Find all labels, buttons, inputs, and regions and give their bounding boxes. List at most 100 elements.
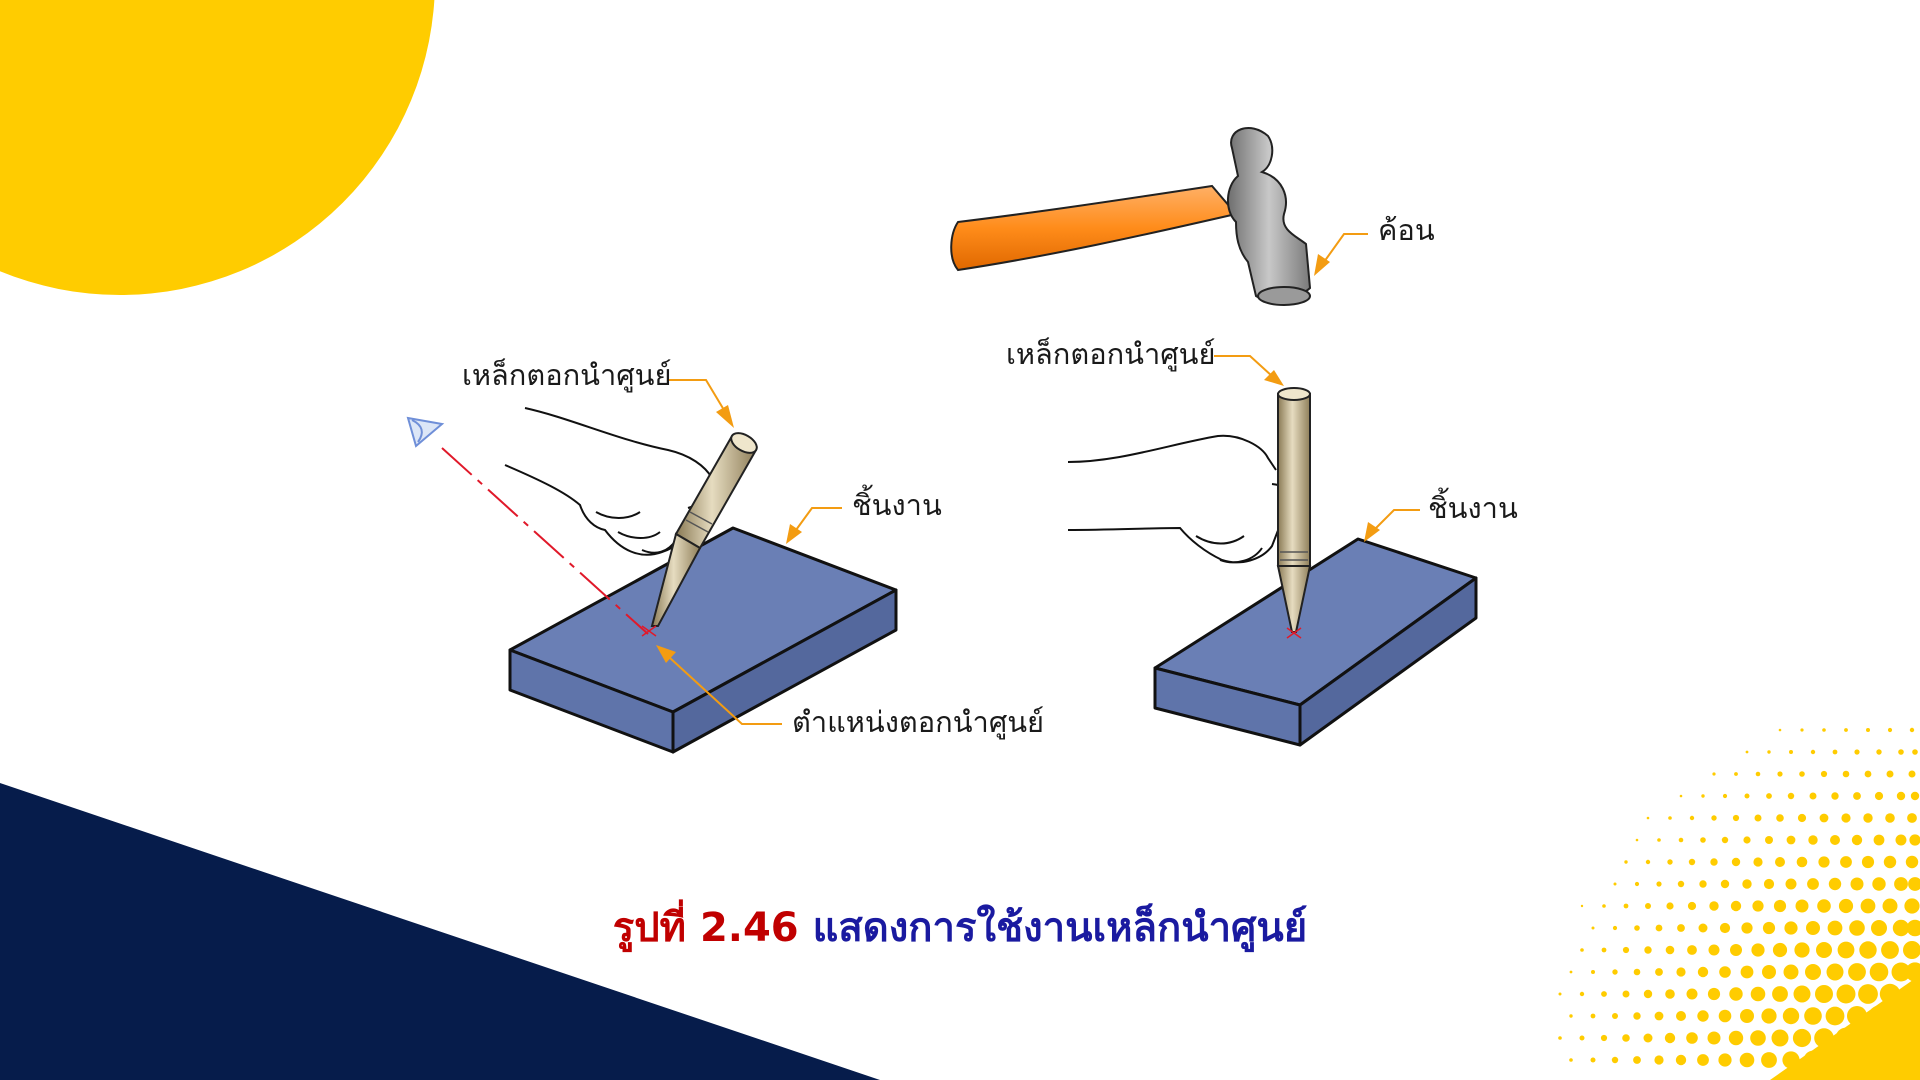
halftone-dot <box>1644 946 1652 954</box>
halftone-dot <box>1689 815 1695 821</box>
halftone-dot <box>1840 856 1852 868</box>
halftone-dot <box>1847 1006 1867 1026</box>
halftone-dot <box>1815 985 1833 1003</box>
halftone-dot <box>1558 1036 1562 1040</box>
halftone-dot <box>1912 749 1918 755</box>
halftone-dot <box>1743 836 1751 844</box>
halftone-dot <box>1872 877 1886 891</box>
halftone-dot <box>1902 1047 1920 1073</box>
halftone-dot <box>1730 900 1742 912</box>
halftone-dot <box>1776 814 1784 822</box>
halftone-dot <box>1709 901 1719 911</box>
halftone-dot <box>1895 834 1907 846</box>
halftone-dot <box>1826 963 1844 981</box>
halftone-dot <box>1745 750 1749 754</box>
halftone-dot <box>1654 1055 1664 1065</box>
halftone-dot <box>1841 813 1851 823</box>
halftone-dot <box>1730 944 1742 956</box>
halftone-dot <box>1645 903 1651 909</box>
halftone-dot <box>1830 835 1840 845</box>
halftone-dot <box>1701 794 1705 798</box>
halftone-dot <box>1665 989 1675 999</box>
halftone-dot-pattern <box>1558 727 1920 1073</box>
halftone-dot <box>1777 771 1783 777</box>
halftone-dot <box>1612 925 1618 931</box>
halftone-dot <box>1623 903 1629 909</box>
leader-arrow <box>1264 370 1284 386</box>
halftone-dot <box>1818 856 1830 868</box>
halftone-dot <box>1869 962 1889 982</box>
halftone-dot <box>1750 1030 1766 1046</box>
halftone-dot <box>1687 901 1697 911</box>
right-punch-mark <box>1286 627 1302 639</box>
halftone-dot <box>1786 835 1796 845</box>
halftone-dot <box>1675 1054 1687 1066</box>
halftone-dot <box>1887 727 1893 733</box>
left-center-punch <box>650 432 758 627</box>
halftone-dot <box>1898 749 1904 755</box>
halftone-dot <box>1785 878 1797 890</box>
halftone-dot <box>1871 920 1887 936</box>
leader-center-punch <box>668 379 725 411</box>
halftone-dot <box>1837 941 1855 959</box>
figure-caption: รูปที่ 2.46 แสดงการใช้งานเหล็กนำศูนย์ <box>560 895 1360 961</box>
halftone-dot <box>1678 837 1684 843</box>
right-center-punch <box>1276 387 1312 633</box>
halftone-dot <box>1624 860 1628 864</box>
halftone-dot <box>1712 772 1716 776</box>
halftone-dot <box>1904 1005 1920 1027</box>
halftone-dot <box>1894 877 1908 891</box>
halftone-dot <box>1686 988 1698 1000</box>
halftone-dot <box>1612 969 1618 975</box>
label-center-punch: เหล็กตอกนำศูนย์ <box>462 357 672 393</box>
halftone-dot <box>1718 1009 1732 1023</box>
figure-description: แสดงการใช้งานเหล็กนำศูนย์ <box>812 905 1308 951</box>
right-hand-outline <box>1067 434 1302 564</box>
halftone-dot <box>1601 947 1607 953</box>
halftone-dot <box>1579 1035 1585 1041</box>
halftone-dot <box>1909 834 1920 846</box>
halftone-dot <box>1863 813 1873 823</box>
halftone-dot <box>1846 1049 1868 1071</box>
halftone-dot <box>1699 880 1707 888</box>
halftone-dot <box>1667 859 1673 865</box>
halftone-dot <box>1881 941 1899 959</box>
yellow-corner-circle <box>0 0 435 295</box>
halftone-dot <box>1828 877 1842 891</box>
halftone-dot <box>1832 749 1838 755</box>
halftone-dot <box>1900 1026 1920 1050</box>
halftone-dot <box>1741 922 1753 934</box>
halftone-dot <box>1665 945 1675 955</box>
halftone-dot <box>1794 942 1810 958</box>
halftone-dot <box>1891 962 1911 982</box>
halftone-dot <box>1740 965 1754 979</box>
halftone-dot <box>1569 970 1573 974</box>
halftone-dot <box>1761 1008 1777 1024</box>
halftone-dot <box>1732 814 1740 822</box>
halftone-dot <box>1910 791 1920 801</box>
halftone-dot <box>1600 1034 1608 1042</box>
halftone-dot <box>1729 987 1743 1001</box>
halftone-dot <box>1742 879 1752 889</box>
halftone-dot <box>1896 791 1906 801</box>
halftone-dot <box>1719 922 1731 934</box>
halftone-dot <box>1773 899 1787 913</box>
label-hammer: ค้อน <box>1378 213 1435 247</box>
halftone-dot <box>1854 749 1860 755</box>
halftone-dot <box>1817 899 1831 913</box>
halftone-dot <box>1634 925 1640 931</box>
halftone-dot <box>1825 1006 1845 1026</box>
halftone-dot <box>1903 941 1920 959</box>
halftone-dot <box>1797 813 1807 823</box>
halftone-dot <box>1734 772 1738 776</box>
halftone-dot <box>1831 792 1839 800</box>
halftone-dot <box>1866 728 1870 732</box>
halftone-dot <box>1590 1057 1596 1063</box>
halftone-dot <box>1707 987 1721 1001</box>
halftone-dot <box>1752 900 1764 912</box>
halftone-dot <box>1654 1011 1664 1021</box>
halftone-dot <box>1849 920 1865 936</box>
halftone-dot <box>1807 878 1819 890</box>
left-punch-mark <box>641 625 657 637</box>
halftone-dot <box>1907 813 1917 823</box>
